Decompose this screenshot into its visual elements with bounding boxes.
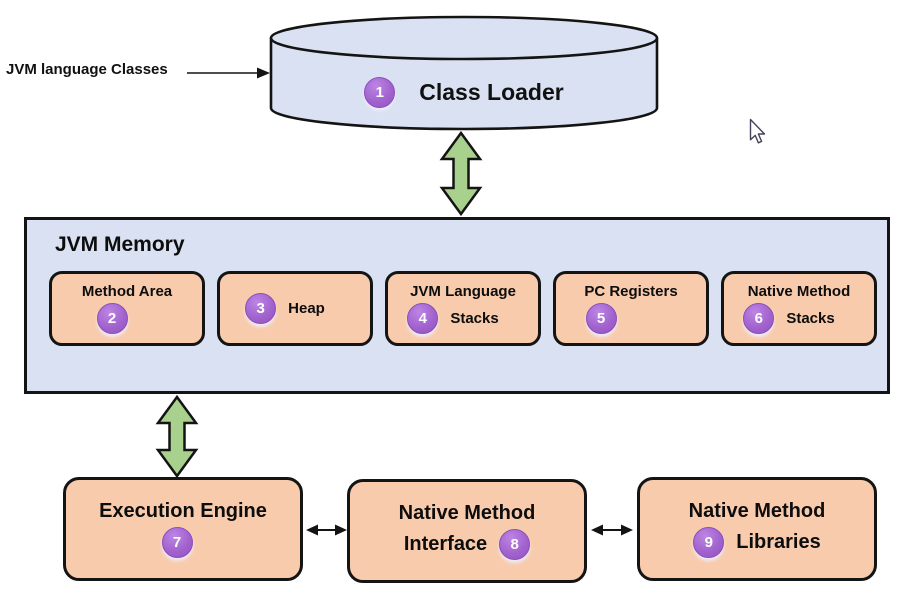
jvm-language-stacks-label-line2: Stacks xyxy=(450,310,499,327)
updown-arrow-bottom xyxy=(155,394,199,479)
method-area-label: Method Area xyxy=(81,283,173,300)
nml-label-line2: Libraries xyxy=(736,531,821,553)
nmi-nml-arrow xyxy=(591,524,633,536)
step-badge-1: 1 xyxy=(364,76,396,108)
step-badge-2: 2 xyxy=(96,303,128,334)
step-badge-5: 5 xyxy=(585,303,617,334)
class-loader-label: Class Loader xyxy=(419,78,564,105)
jvm-memory-container: JVM Memory Method Area 2 3 Heap JVM Lang… xyxy=(24,217,890,394)
step-badge-9: 9 xyxy=(693,527,725,558)
step-badge-8: 8 xyxy=(499,529,531,560)
step-badge-7: 7 xyxy=(161,527,193,558)
mouse-cursor-icon xyxy=(749,118,766,144)
input-arrow xyxy=(187,67,270,79)
native-method-stacks-label-line2: Stacks xyxy=(786,310,835,327)
execution-engine-label: Execution Engine xyxy=(99,500,267,522)
nml-label-line1: Native Method xyxy=(688,500,826,522)
component-heap: 3 Heap xyxy=(217,271,373,346)
step-badge-3: 3 xyxy=(245,293,277,324)
jvm-memory-components: Method Area 2 3 Heap JVM Language 4 Stac… xyxy=(49,271,877,346)
native-method-stacks-label-line1: Native Method xyxy=(747,283,851,300)
nmi-label-line2: Interface xyxy=(403,533,488,555)
updown-arrow-top xyxy=(439,130,483,217)
input-classes-label: JVM language Classes xyxy=(6,61,168,78)
native-method-interface-box: Native Method Interface 8 xyxy=(347,479,587,583)
jvm-memory-title: JVM Memory xyxy=(55,233,185,256)
engine-nmi-arrow xyxy=(306,524,347,536)
jvm-language-stacks-label-line1: JVM Language xyxy=(410,283,516,300)
execution-engine-box: Execution Engine 7 xyxy=(63,477,303,581)
heap-label: Heap xyxy=(288,300,325,317)
nmi-label-line1: Native Method xyxy=(398,502,536,524)
pc-registers-label: PC Registers xyxy=(584,283,678,300)
component-jvm-language-stacks: JVM Language 4 Stacks xyxy=(385,271,541,346)
native-method-libraries-box: Native Method 9 Libraries xyxy=(637,477,877,581)
step-badge-6: 6 xyxy=(743,303,775,334)
component-native-method-stacks: Native Method 6 Stacks xyxy=(721,271,877,346)
class-loader: 1 Class Loader xyxy=(271,63,657,121)
component-pc-registers: PC Registers 5 xyxy=(553,271,709,346)
step-badge-4: 4 xyxy=(407,303,439,334)
component-method-area: Method Area 2 xyxy=(49,271,205,346)
class-loader-cylinder xyxy=(269,15,659,131)
